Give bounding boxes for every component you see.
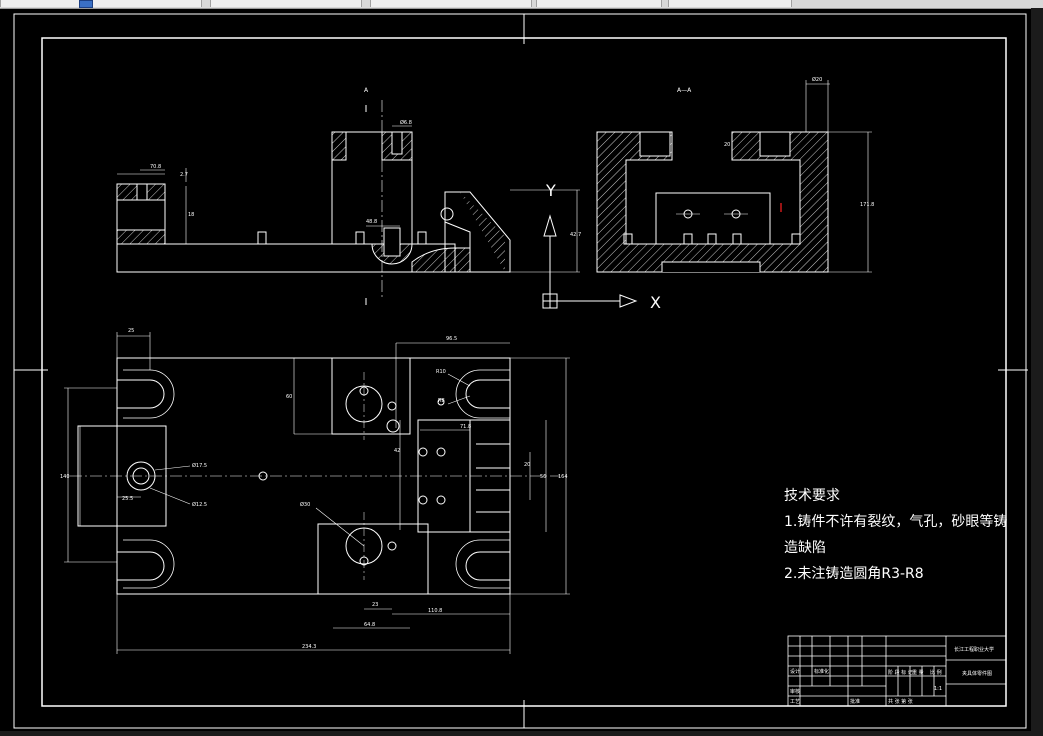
- dim-70-8: 70.8: [150, 164, 161, 170]
- dim-110-8: 110.8: [428, 608, 442, 614]
- dim-60: 60: [286, 394, 292, 400]
- tech-line-3: 2.未注铸造圆角R3-R8: [784, 566, 924, 582]
- file-icon: [79, 0, 93, 8]
- tab-5[interactable]: [668, 0, 792, 7]
- stage-label: 阶 段 标 记: [888, 669, 913, 676]
- section-label-a: A: [364, 87, 369, 94]
- tech-line-1: 1.铸件不许有裂纹，气孔，砂眼等铸: [784, 513, 1007, 530]
- dim-r10: R10: [436, 369, 446, 375]
- dim-71-8: 71.8: [460, 424, 471, 430]
- tech-title: 技术要求: [784, 488, 840, 504]
- dim-56: 56: [540, 474, 546, 480]
- vertical-scrollbar[interactable]: [1031, 8, 1043, 736]
- dim-164: 164: [558, 474, 568, 480]
- axis-x-label: X: [650, 293, 661, 312]
- dim-42-7: 42.7: [570, 232, 581, 238]
- plan-view: [64, 332, 570, 654]
- standard-label: 标准化: [814, 668, 829, 675]
- dim-25: 25: [128, 328, 134, 334]
- dim-96-5: 96.5: [446, 336, 457, 342]
- dim-42: 42: [394, 448, 400, 454]
- dim-r8: R8: [438, 398, 445, 404]
- inner-frame: [41, 37, 1007, 707]
- sheet-count: 共 张 第 张: [888, 698, 913, 705]
- tab-2[interactable]: [210, 0, 362, 7]
- dim-20-section: 20: [724, 142, 730, 148]
- title-block-text: 长江工程职业大学 夹具体零件图 阶 段 标 记 重 量 比 例 1:1 共 张 …: [790, 646, 994, 705]
- tab-3[interactable]: [370, 0, 532, 7]
- dim-phi-17-5: Ø17.5: [192, 462, 207, 469]
- dim-2-7: 2.7: [180, 172, 188, 178]
- design-label: 设计: [790, 668, 800, 675]
- technical-requirements: 技术要求 1.铸件不许有裂纹，气孔，砂眼等铸 造缺陷 2.未注铸造圆角R3-R8: [784, 488, 1007, 582]
- dim-phi-30: Ø30: [300, 501, 310, 508]
- dim-48-8: 48.8: [366, 219, 377, 225]
- front-view: [116, 100, 580, 305]
- dim-23: 23: [372, 602, 378, 608]
- section-view-title: A—A: [677, 87, 692, 94]
- drawing-name: 夹具体零件图: [962, 670, 992, 677]
- dim-phi-6-8: Ø6.8: [400, 119, 412, 126]
- coordinate-axis-icon: [542, 214, 638, 309]
- dim-171-8: 171.8: [860, 202, 874, 208]
- dim-18: 18: [188, 212, 194, 218]
- approve-label: 批准: [850, 698, 860, 705]
- title-block: [787, 635, 1007, 707]
- dim-phi-20: Ø20: [812, 76, 822, 83]
- dim-25-5: 25.5: [122, 496, 133, 502]
- dim-20: 20: [524, 462, 530, 468]
- check-label: 审核: [790, 688, 800, 695]
- tab-strip: [0, 0, 1043, 9]
- dim-234-3: 234.3: [302, 644, 316, 650]
- dimension-labels: A A—A 25 96.5 R10 R8 71.8 60 20 140 25.5…: [60, 76, 874, 650]
- scale-label: 比 例: [930, 669, 942, 676]
- dim-64-8: 64.8: [364, 622, 375, 628]
- school-name: 长江工程职业大学: [954, 646, 994, 653]
- weight-label: 重 量: [912, 669, 924, 676]
- horizontal-scrollbar[interactable]: [0, 731, 1043, 736]
- tab-drawing[interactable]: [0, 0, 202, 8]
- tech-line-2: 造缺陷: [784, 540, 826, 556]
- outer-frame: [13, 13, 1027, 729]
- dim-phi-12-5: Ø12.5: [192, 501, 207, 508]
- section-view: [596, 80, 872, 273]
- dim-140: 140: [60, 474, 70, 480]
- axis-y-label: Y: [545, 181, 556, 200]
- tab-4[interactable]: [536, 0, 662, 7]
- process-label: 工艺: [790, 699, 800, 705]
- scale-value: 1:1: [934, 686, 942, 692]
